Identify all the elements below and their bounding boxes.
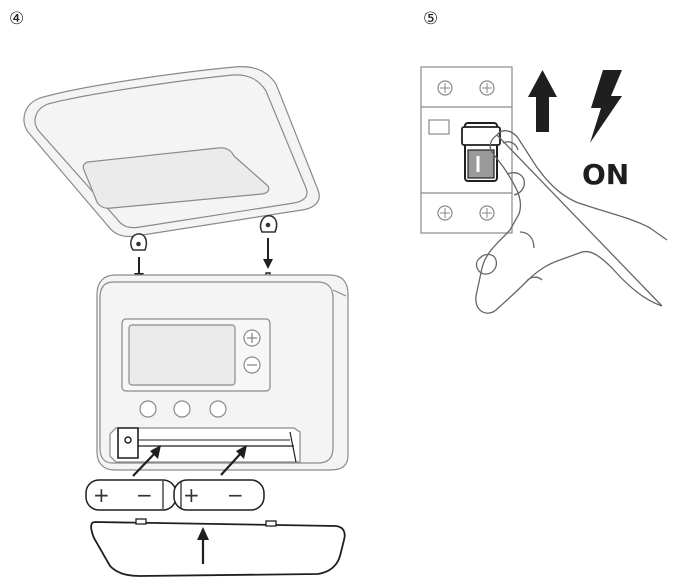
hook-icon [261, 216, 277, 232]
on-label: ON [582, 158, 629, 191]
lightning-bolt-icon [590, 70, 622, 143]
step-4-panel: ④ [9, 9, 348, 576]
step-4-number: ④ [9, 9, 24, 29]
plus-button-icon [244, 330, 260, 346]
battery-left-minus: − [136, 483, 153, 507]
up-arrow-icon [528, 70, 557, 132]
battery-icon: + − [86, 480, 176, 510]
battery-cover [91, 519, 345, 576]
minus-button-icon [244, 357, 260, 373]
battery-right-plus: + [183, 483, 200, 507]
hook-icon [131, 234, 147, 250]
battery-right-minus: − [227, 483, 244, 507]
battery-left-plus: + [93, 483, 110, 507]
circuit-breaker [421, 67, 512, 233]
step-5-number: ⑤ [423, 9, 438, 29]
thermostat-body [97, 275, 348, 470]
step-5-panel: ⑤ ON [421, 9, 667, 313]
battery-icon: + − [174, 480, 264, 510]
thermostat-front-cover [24, 67, 319, 237]
